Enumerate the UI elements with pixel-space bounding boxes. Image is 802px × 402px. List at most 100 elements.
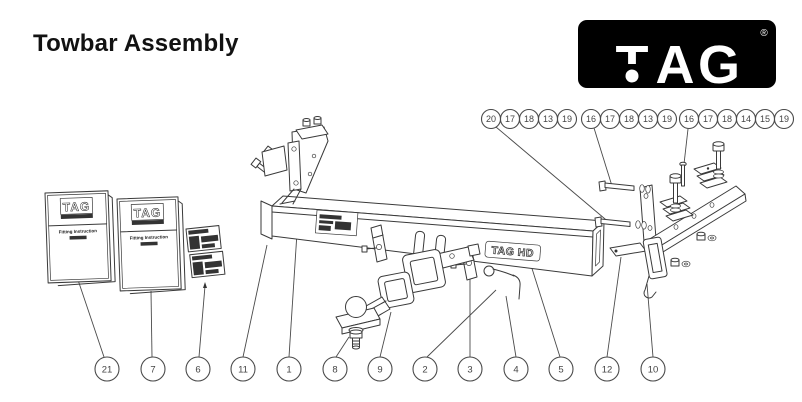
callout-top-16: 16: [580, 108, 602, 130]
callout-top-17: 17: [697, 108, 719, 130]
svg-text:11: 11: [238, 364, 248, 375]
callout-bottom-5: 5: [548, 356, 574, 382]
logo-t-dot: [625, 69, 639, 83]
hitch-receiver: [402, 243, 481, 293]
callout-bottom-9: 9: [367, 356, 393, 382]
callout-bottom-1: 1: [276, 356, 302, 382]
registered-mark: ®: [760, 28, 768, 39]
chain-hanger-strap: [361, 224, 388, 263]
svg-text:19: 19: [562, 114, 572, 124]
right-mount-arm: [642, 185, 747, 299]
svg-text:17: 17: [703, 114, 713, 124]
callout-top-16: 16: [678, 108, 700, 130]
arm-bolt: [669, 173, 682, 213]
svg-text:20: 20: [486, 114, 496, 124]
side-plate-bolt: [598, 180, 651, 194]
arm-eyelet: [642, 236, 668, 280]
callout-top-20: 20: [480, 108, 502, 130]
callout-bottom-3: 3: [457, 356, 483, 382]
svg-text:10: 10: [648, 364, 659, 375]
tag-brand-logo: T A G ®: [577, 19, 777, 89]
callout-top-19: 19: [556, 108, 578, 130]
instruction-booklet-2: TAG Fitting Instruction: [116, 196, 186, 295]
logo-letter-a: A: [656, 35, 695, 89]
tow-ball: [345, 296, 367, 350]
page-title: Towbar Assembly: [33, 30, 239, 57]
nut-washer-pair: [696, 231, 717, 242]
svg-text:19: 19: [662, 114, 672, 124]
callout-bottom-8: 8: [322, 356, 348, 382]
leader-lines: [76, 126, 689, 358]
callout-top-17: 17: [499, 108, 521, 130]
callout-bottom-7: 7: [140, 356, 166, 382]
callout-bottom-12: 12: [594, 356, 620, 382]
beam-brand-plate: TAG HD: [484, 240, 541, 262]
callout-bottom-11: 11: [230, 356, 256, 382]
callout-bottom-4: 4: [503, 356, 529, 382]
beam-brand-text: TAG HD: [491, 244, 534, 259]
svg-text:7: 7: [150, 364, 155, 375]
svg-text:13: 13: [543, 114, 553, 124]
callout-top-18: 18: [518, 108, 540, 130]
svg-text:13: 13: [643, 114, 653, 124]
svg-text:17: 17: [505, 114, 515, 124]
callout-top-18: 18: [716, 108, 738, 130]
svg-text:14: 14: [741, 114, 751, 124]
svg-text:8: 8: [332, 364, 337, 375]
svg-text:4: 4: [513, 364, 518, 375]
svg-text:5: 5: [558, 364, 563, 375]
callout-top-14: 14: [735, 108, 757, 130]
callout-bottom-21: 21: [94, 356, 120, 382]
hitch-pin: [483, 265, 521, 300]
instruction-booklet-1: TAG Fitting Instruction: [44, 190, 116, 287]
booklet-logo: TAG: [63, 199, 91, 214]
svg-text:16: 16: [586, 114, 596, 124]
side-plate-bolt: [594, 216, 647, 230]
callout-bottom-6: 6: [185, 356, 211, 382]
svg-text:17: 17: [605, 114, 615, 124]
svg-text:1: 1: [286, 364, 291, 375]
svg-text:16: 16: [684, 114, 694, 124]
thin-bolt: [679, 161, 687, 187]
beam-compliance-label: [315, 209, 359, 237]
callout-group-1: 20 17 18 13 19: [480, 108, 578, 130]
callout-top-13: 13: [537, 108, 559, 130]
svg-text:18: 18: [624, 114, 634, 124]
callout-group-2: 16 17 18 13 19: [580, 108, 678, 130]
arm-bolt: [712, 141, 725, 179]
svg-text:3: 3: [467, 364, 472, 375]
booklet-title: Fitting Instruction: [59, 228, 98, 234]
svg-text:21: 21: [102, 364, 113, 375]
logo-letter-g: G: [698, 35, 740, 89]
callout-top-19: 19: [773, 108, 795, 130]
arrowhead: [203, 282, 207, 288]
booklet-logo: TAG: [134, 205, 162, 220]
side-plate: [639, 184, 657, 243]
callout-top-15: 15: [754, 108, 776, 130]
callout-bottom-2: 2: [412, 356, 438, 382]
bracket-stud: [302, 118, 311, 127]
svg-text:9: 9: [377, 364, 382, 375]
callout-top-19: 19: [656, 108, 678, 130]
svg-text:19: 19: [779, 114, 789, 124]
svg-text:18: 18: [524, 114, 534, 124]
svg-text:6: 6: [195, 364, 200, 375]
svg-text:12: 12: [602, 364, 613, 375]
svg-text:2: 2: [422, 364, 427, 375]
callout-group-3: 16 17 18 14 15 19: [678, 108, 795, 130]
svg-text:18: 18: [722, 114, 732, 124]
callout-top-18: 18: [618, 108, 640, 130]
ball-mount-tongue: [335, 271, 415, 335]
callout-bottom-10: 10: [640, 356, 666, 382]
bracket-stud: [313, 116, 322, 125]
compliance-labels: [185, 225, 226, 279]
callout-top-13: 13: [637, 108, 659, 130]
callout-top-17: 17: [599, 108, 621, 130]
nut-washer-pair: [670, 257, 691, 268]
left-mount-bracket: [250, 116, 329, 205]
svg-text:15: 15: [760, 114, 770, 124]
callout-bottom-row: 21 7 6 11 1 8 9 2 3 4 5 12 10: [94, 356, 666, 382]
packing-plate: [609, 242, 647, 257]
